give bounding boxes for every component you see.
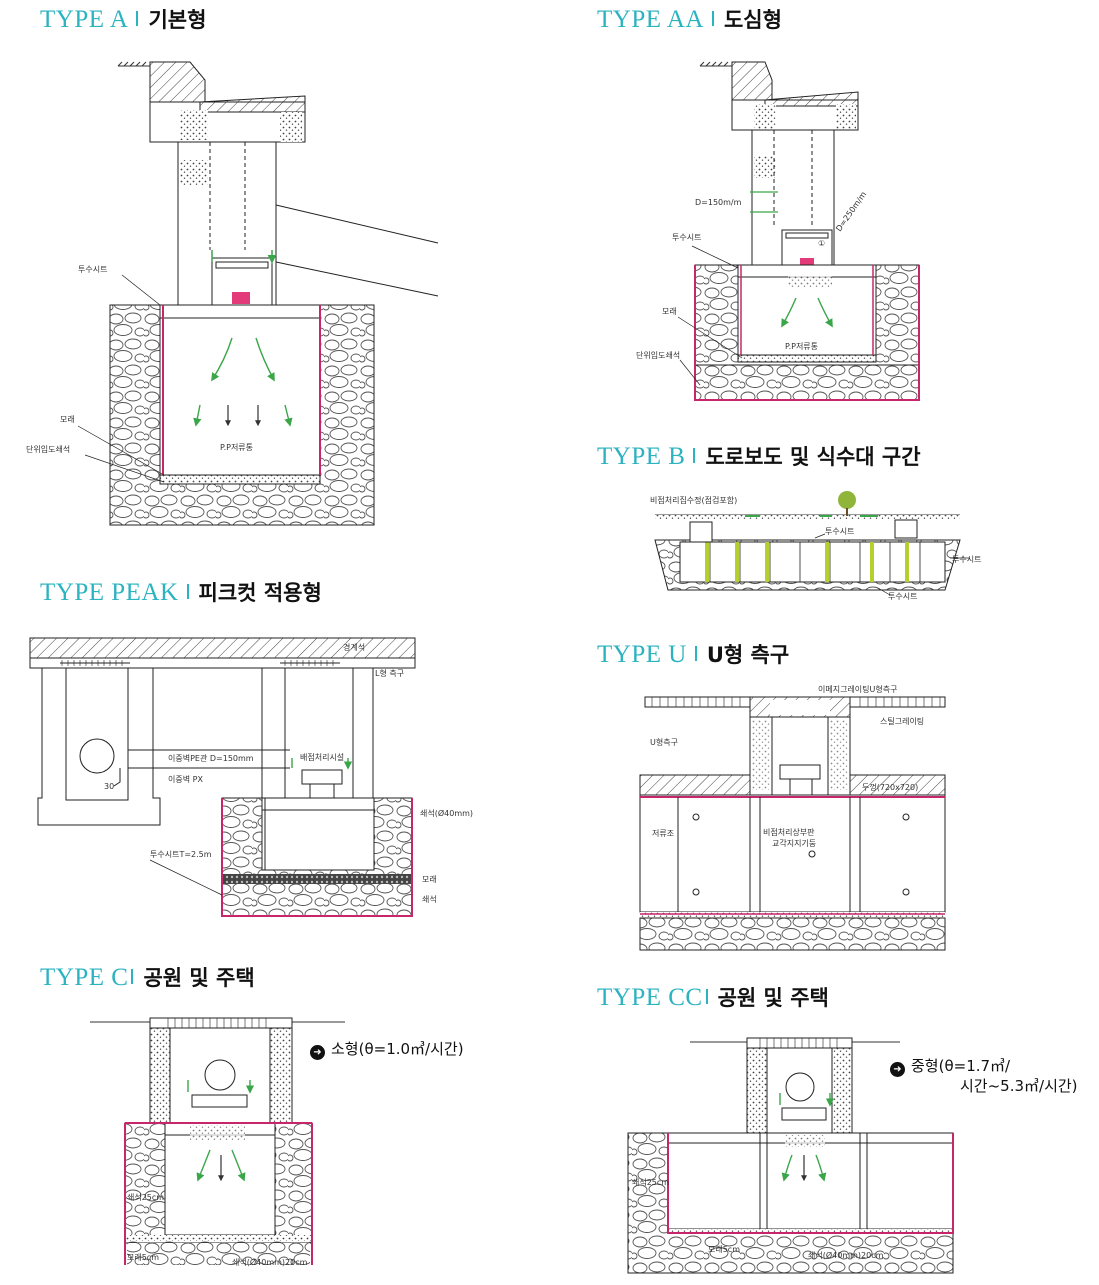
type-name: 도심형 — [723, 8, 782, 32]
type-name: 공원 및 주택 — [717, 986, 829, 1010]
type-name: 도로보도 및 식수대 구간 — [705, 445, 921, 469]
type-name: 피크컷 적용형 — [198, 581, 322, 605]
type-name: 기본형 — [148, 8, 207, 32]
note-type-c: ➜ 소형(θ=1.0㎥/시간) — [310, 1040, 464, 1060]
label-sheet-top: 투수시트 — [825, 527, 854, 536]
label-sheet: 투수시트 — [78, 265, 107, 274]
capacity-note: 소형(θ=1.0㎥/시간) — [331, 1040, 464, 1058]
label-stone: 쇄석25cm — [127, 1192, 164, 1202]
title-type-u: TYPE U U형 측구 — [597, 642, 789, 667]
label-ugutter: U형측구 — [650, 738, 678, 747]
label-tank: P.P저류통 — [785, 342, 818, 351]
label-d250: D=250m/m — [834, 190, 868, 233]
note-type-cc: ➜ 중형(θ=1.7㎥/ 시간~5.3㎥/시간) — [890, 1057, 1078, 1096]
type-code: TYPE A — [40, 6, 129, 33]
diagram-type-aa: D=150m/m D=250m/m ① ② 투수시트 모래 단위입도쇄석 P.P… — [636, 61, 920, 401]
label-tank: P.P저류통 — [220, 443, 253, 452]
label-gravel: 쇄석 — [422, 894, 437, 904]
label-sand: 모래 — [422, 875, 437, 884]
type-code: TYPE CC — [597, 984, 703, 1011]
label-sand: 모래5cm — [708, 1245, 740, 1254]
label-gravel: 쇄석(Ø40mm)20cm — [808, 1250, 884, 1260]
panel-type-u: TYPE U U형 측구 이메지그레이팅U형측구 스틸그레이팅 U형측구 두껑(7… — [560, 630, 1099, 960]
label-tank: 저류조 — [652, 829, 674, 838]
label-plate: 비점처리상부판 — [763, 827, 815, 837]
label-gravel: 단위입도쇄석 — [636, 350, 680, 360]
label-sand: 모래 — [662, 307, 677, 316]
label-gravel: 단위입도쇄석 — [26, 444, 70, 454]
diagram-type-b: 비점처리집수정(점검포함) 투수시트 투수시트 투수시트 — [650, 491, 981, 601]
label-30: 30 — [104, 782, 114, 791]
panel-type-cc: TYPE CC 공원 및 주택 ➜ 중형(θ=1.7㎥/ 시간~5.3㎥/시간) 쇄… — [560, 975, 1099, 1285]
label-catch: 비점처리집수정(점검포함) — [650, 495, 737, 505]
label-sheet: 투수시트 — [672, 233, 701, 242]
title-type-c: TYPE C 공원 및 주택 — [40, 965, 255, 990]
label-curb: 경계석 — [343, 642, 365, 652]
label-px: 이중벽 PX — [168, 774, 203, 784]
label-d150: D=150m/m — [695, 198, 742, 207]
title-type-a: TYPE A 기본형 — [40, 7, 206, 32]
diagram-type-a: 투수시트 모래 단위입도쇄석 P.P저류통 — [26, 61, 439, 526]
title-type-cc: TYPE CC 공원 및 주택 — [597, 985, 829, 1010]
label-cover: 두껑(720x720) — [862, 782, 918, 792]
label-stone: 쇄석(Ø40mm) — [420, 808, 473, 818]
label-sheet-bottom: 투수시트 — [888, 592, 917, 601]
label-n1: ① — [818, 239, 825, 248]
capacity-note-line1: 중형(θ=1.7㎥/ — [911, 1057, 1011, 1075]
capacity-note-line2: 시간~5.3㎥/시간) — [960, 1077, 1078, 1095]
diagram-type-u: 이메지그레이팅U형측구 스틸그레이팅 U형측구 두껑(720x720) 저류조 … — [639, 684, 946, 951]
label-sand: 모래5cm — [127, 1253, 159, 1262]
type-code: TYPE PEAK — [40, 579, 179, 606]
title-type-peak: TYPE PEAK 피크컷 적용형 — [40, 580, 322, 605]
type-code: TYPE B — [597, 443, 686, 470]
panel-type-b: TYPE B 도로보도 및 식수대 구간 비점처리집수정(점검포함) 투수시트 투… — [560, 430, 1099, 620]
type-name: U형 측구 — [706, 643, 790, 667]
label-stone: 쇄석25cm — [632, 1177, 669, 1187]
label-sheet: 투수시트T=2.5m — [150, 850, 212, 859]
panel-type-peak: TYPE PEAK 피크컷 적용형 30 이중벽PE관 D=150mm 이중벽 P… — [0, 570, 540, 940]
label-sand: 모래 — [60, 415, 75, 424]
panel-type-c: TYPE C 공원 및 주택 ➜ 소형(θ=1.0㎥/시간) 쇄석25cm 모래5c… — [0, 955, 540, 1285]
label-facility: 배점처리시설 — [300, 752, 344, 762]
arrow-right-icon: ➜ — [310, 1045, 325, 1060]
diagram-type-peak: 30 이중벽PE관 D=150mm 이중벽 PX 배점처리시설 경계석 L형 측… — [29, 637, 473, 917]
label-steel: 스틸그레이팅 — [880, 716, 924, 726]
diagram-type-cc: 쇄석25cm 모래5cm 쇄석(Ø40mm)20cm — [627, 1037, 954, 1274]
type-code: TYPE U — [597, 641, 687, 668]
type-name: 공원 및 주택 — [143, 966, 255, 990]
label-post: 교각지지기둥 — [772, 838, 816, 848]
label-grating: 이메지그레이팅U형측구 — [818, 684, 897, 694]
arrow-right-icon: ➜ — [890, 1062, 905, 1077]
title-type-aa: TYPE AA 도심형 — [597, 7, 782, 32]
label-lgutter: L형 측구 — [375, 669, 404, 678]
label-pipe: 이중벽PE관 D=150mm — [168, 753, 254, 763]
diagram-type-c: 쇄석25cm 모래5cm 쇄석(Ø40mm)20cm — [90, 1017, 345, 1267]
panel-type-a: TYPE A 기본형 — [0, 0, 540, 540]
type-code: TYPE C — [40, 964, 129, 991]
label-gravel: 쇄석(Ø40mm)20cm — [232, 1257, 308, 1267]
label-sheet-right: 투수시트 — [952, 555, 981, 564]
type-code: TYPE AA — [597, 6, 704, 33]
title-type-b: TYPE B 도로보도 및 식수대 구간 — [597, 444, 921, 469]
